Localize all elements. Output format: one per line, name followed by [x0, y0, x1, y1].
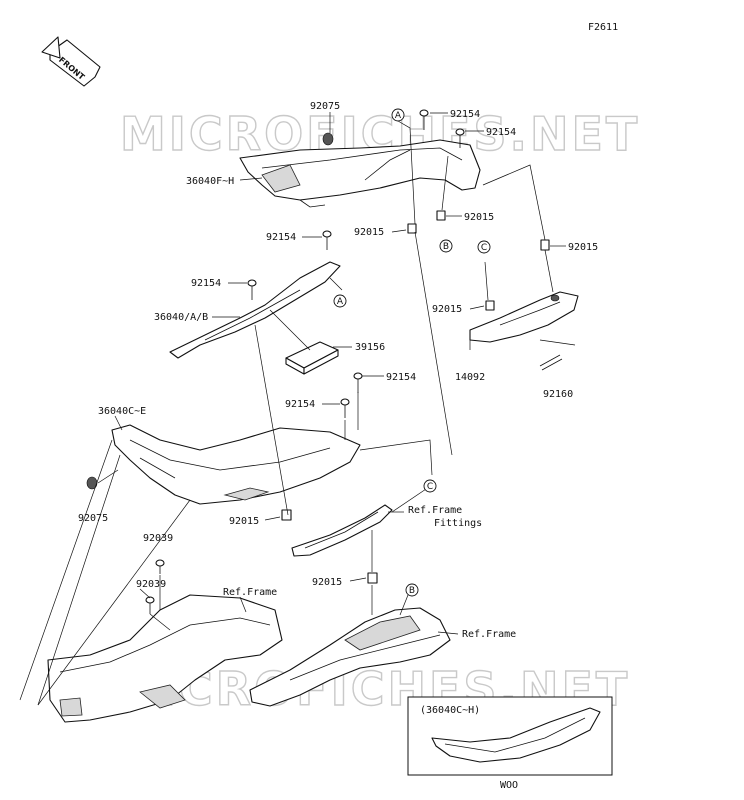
inner-cover-36040AB	[169, 261, 341, 359]
bolt-92154-mid-a	[322, 230, 332, 250]
label-ref-frame-left: Ref.Frame	[223, 587, 277, 598]
collar-92015-a	[436, 210, 446, 221]
collar-92015-f	[367, 572, 378, 584]
left-frame	[47, 594, 283, 723]
collar-92015-e	[281, 509, 292, 521]
label-92160: 92160	[543, 389, 573, 400]
leader-lines	[19, 120, 576, 706]
label-36040AB: 36040/A/B	[154, 312, 208, 323]
bolt-92154-side-a	[353, 372, 363, 393]
label-92015-a: 92015	[464, 212, 494, 223]
inset-title: (36040C~H)	[420, 705, 480, 716]
label-92154-e: 92154	[386, 372, 416, 383]
seat-cover-upper	[239, 139, 481, 208]
pad-39156	[285, 341, 339, 375]
label-92154-f: 92154	[285, 399, 315, 410]
inset-box: (36040C~H) WOO	[407, 696, 613, 791]
bolt-92154-top-b	[455, 128, 465, 148]
front-direction-arrow-icon: FRONT	[41, 36, 101, 87]
label-92015-e: 92015	[229, 516, 259, 527]
label-leaders	[114, 112, 566, 635]
label-36040C-E: 36040C~E	[98, 406, 146, 417]
label-36040F-H: 36040F~H	[186, 176, 234, 187]
label-92039-a: 92039	[143, 533, 173, 544]
svg-text:B: B	[443, 242, 449, 252]
svg-text:C: C	[481, 243, 487, 253]
label-92015-b: 92015	[354, 227, 384, 238]
svg-text:C: C	[427, 482, 433, 492]
rear-frame-center	[249, 607, 451, 707]
callout-A-mid: A	[333, 294, 347, 308]
callout-A-top: A	[391, 108, 405, 122]
bolt-92160	[539, 354, 563, 371]
svg-text:A: A	[395, 111, 402, 121]
label-92015-d: 92015	[432, 304, 462, 315]
svg-text:A: A	[337, 297, 344, 307]
label-92154-c: 92154	[266, 232, 296, 243]
label-92154-a: 92154	[450, 109, 480, 120]
callout-B-bottom: B	[405, 583, 419, 597]
label-14092: 14092	[455, 372, 485, 383]
bolt-92039-a	[155, 559, 165, 574]
label-92075-top: 92075	[310, 101, 340, 112]
label-92154-d: 92154	[191, 278, 221, 289]
label-ref-frame-fittings-a: Ref.Frame	[408, 505, 462, 516]
collar-92015-d	[485, 300, 495, 311]
bolt-92154-top-a	[419, 109, 429, 130]
bolt-92154-side-b	[340, 398, 350, 418]
bolt-92039-b	[145, 596, 155, 614]
grommet-92075-top	[322, 118, 334, 146]
label-92015-c: 92015	[568, 242, 598, 253]
label-39156: 39156	[355, 342, 385, 353]
label-ref-frame-center: Ref.Frame	[462, 629, 516, 640]
callout-C-right: C	[477, 240, 491, 254]
bolt-92154-mid-b	[247, 279, 257, 300]
label-92039-b: 92039	[136, 579, 166, 590]
collar-92015-c	[540, 239, 550, 251]
svg-text:B: B	[409, 586, 415, 596]
callout-B-top: B	[439, 239, 453, 253]
bracket-14092	[469, 291, 579, 343]
label-92075-left: 92075	[78, 513, 108, 524]
inset-caption: WOO	[500, 780, 518, 791]
label-92154-b: 92154	[486, 127, 516, 138]
frame-fittings-bracket	[291, 504, 393, 557]
side-cover-36040CE	[111, 424, 361, 505]
label-ref-frame-fittings-b: Fittings	[434, 518, 482, 529]
callout-C-mid: C	[423, 479, 437, 493]
collar-92015-b	[407, 223, 417, 234]
label-92015-f: 92015	[312, 577, 342, 588]
figure-id: F2611	[588, 22, 618, 33]
